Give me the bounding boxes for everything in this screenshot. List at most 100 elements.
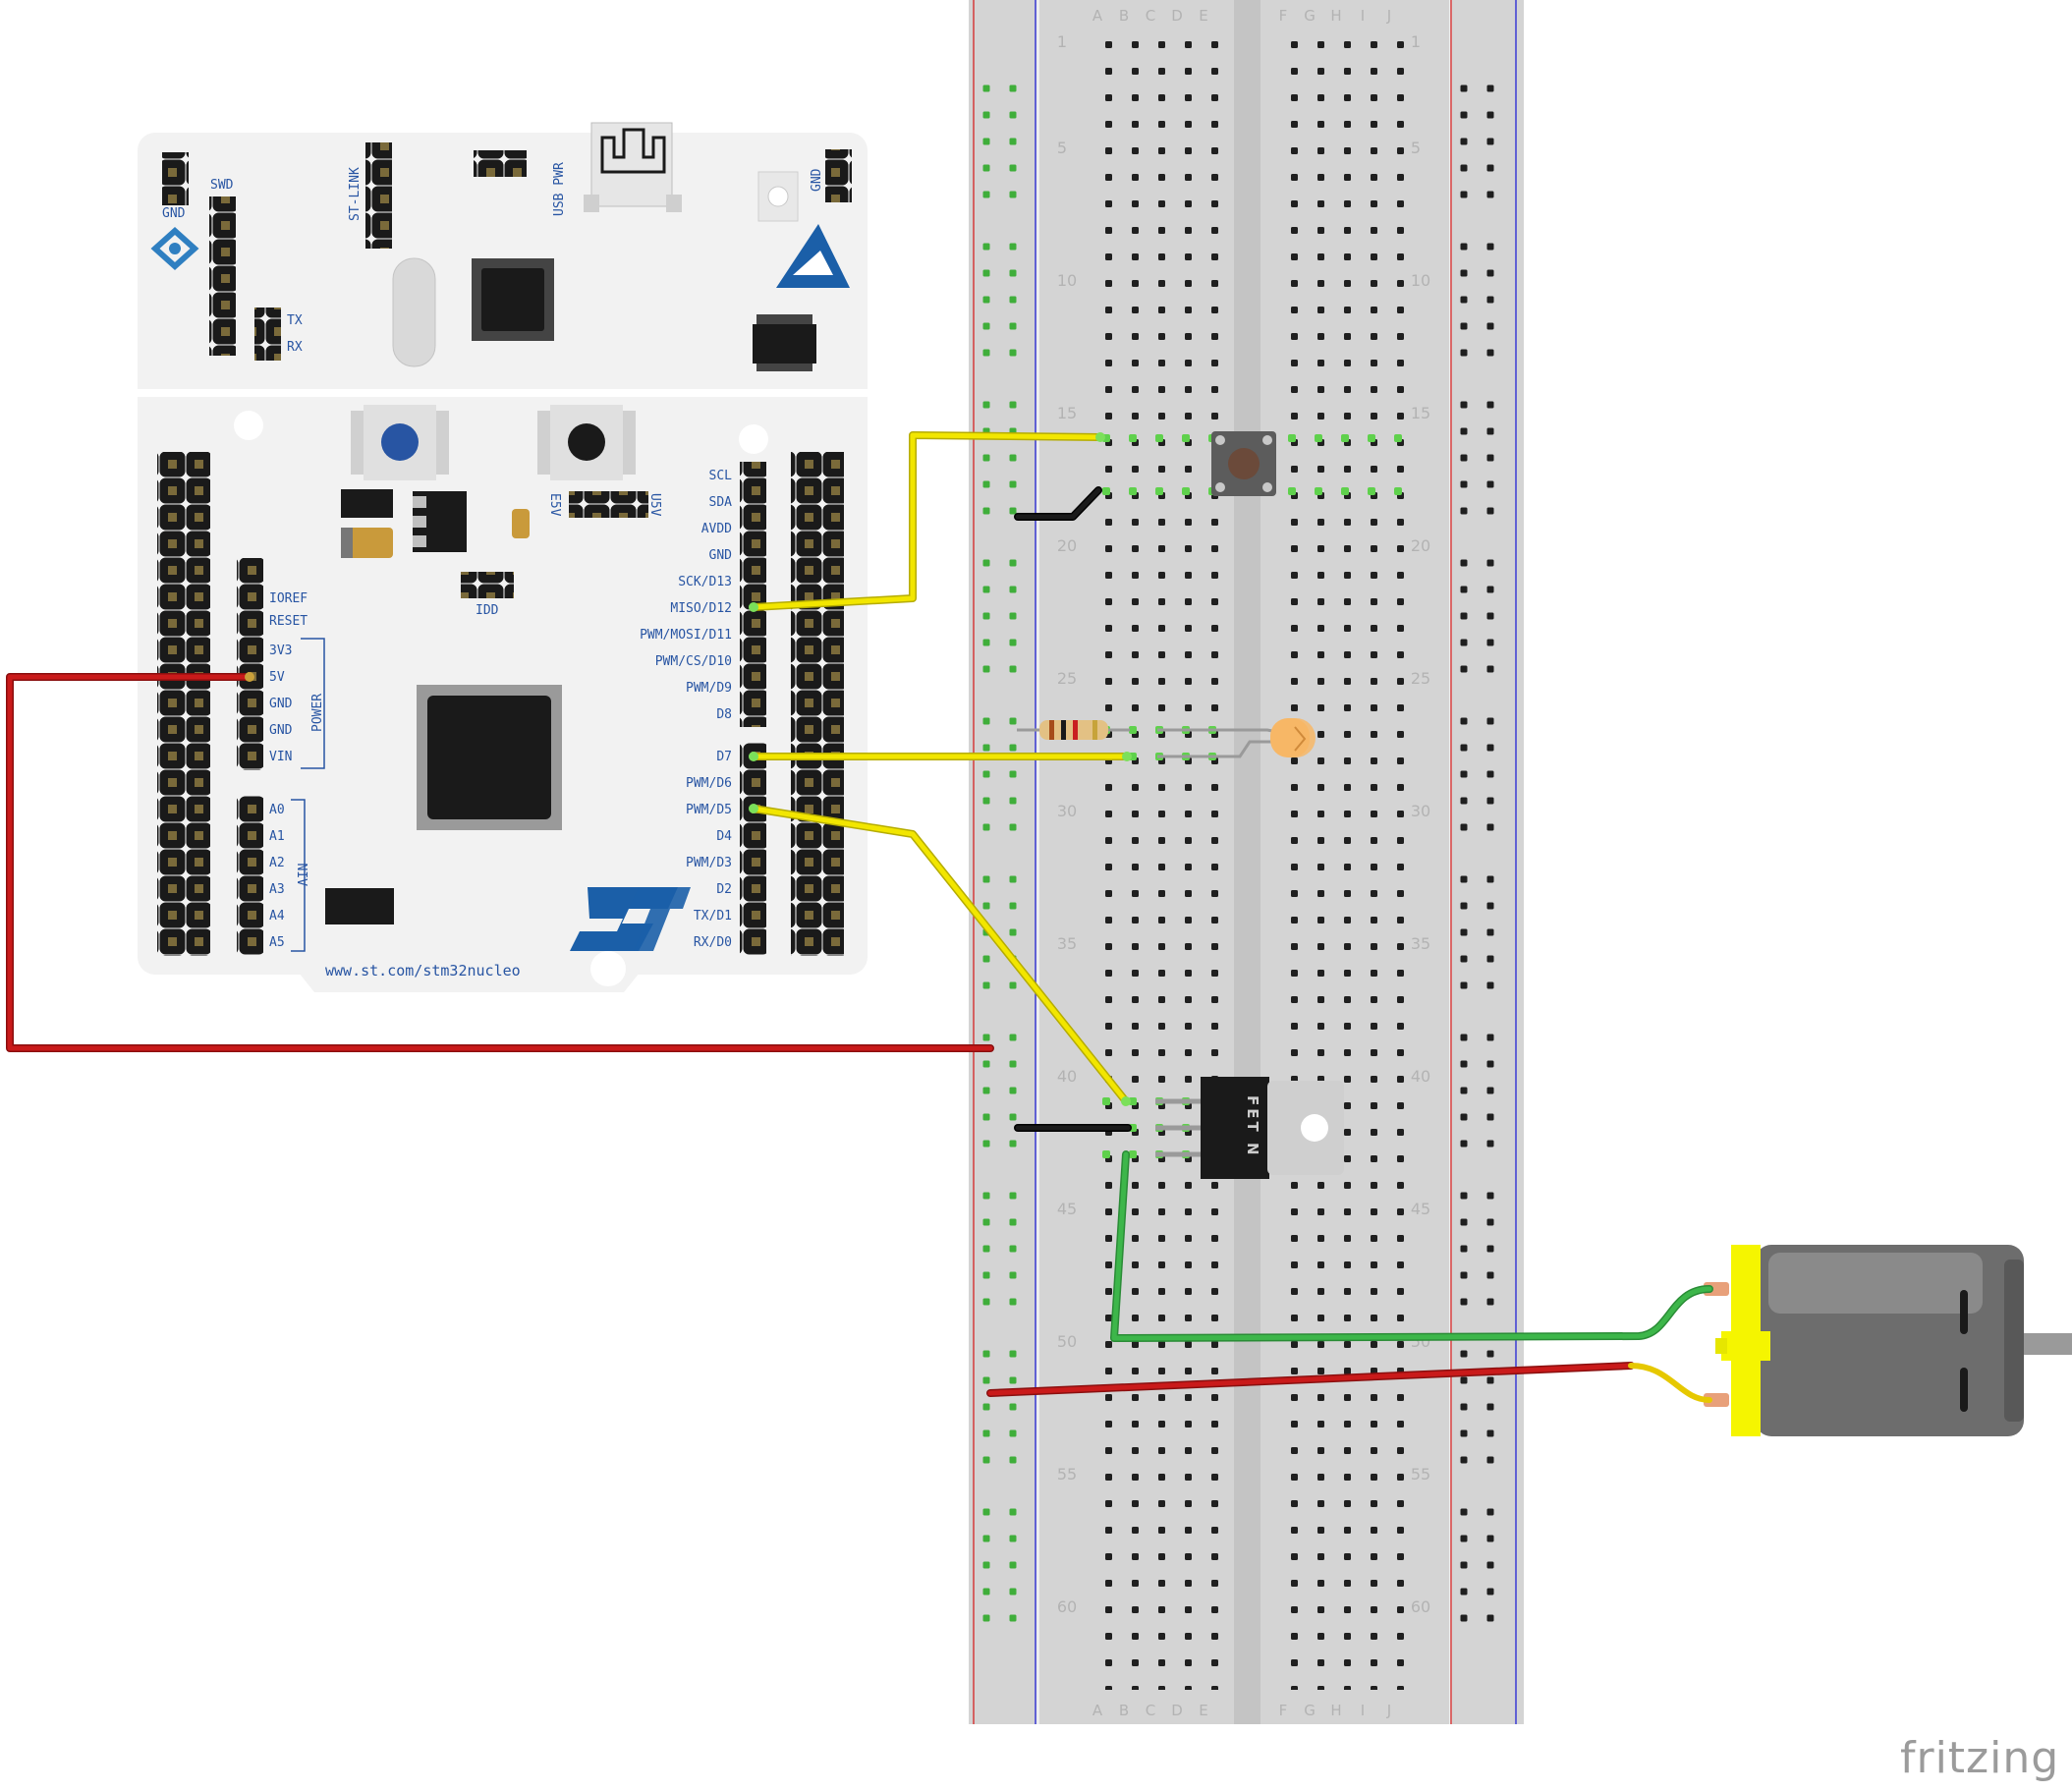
tantalum-capacitor xyxy=(341,528,393,558)
digital-pin-labels-upper: SCL SDA AVDD GND SCK/D13 MISO/D12 PWM/MO… xyxy=(640,469,732,722)
pin-label-d7: D7 xyxy=(716,750,732,764)
row-number-45-right: 45 xyxy=(1411,1200,1430,1218)
tx-rx-pins[interactable] xyxy=(254,308,281,361)
voltage-regulator xyxy=(413,491,467,552)
power-pin-labels: IOREF RESET 3V3 5V GND GND VIN xyxy=(269,591,308,764)
col-letter-i-bottom: I xyxy=(1361,1702,1365,1719)
breadboard-holes-right xyxy=(1281,31,1414,1690)
row-number-40: 40 xyxy=(1057,1067,1077,1086)
pin-label-d11: PWM/MOSI/D11 xyxy=(640,628,732,643)
pin-label-reset: RESET xyxy=(269,614,308,629)
col-letter-b: B xyxy=(1119,7,1129,25)
digital-header-lower[interactable] xyxy=(740,743,766,955)
led xyxy=(1157,718,1316,758)
col-letter-c-bottom: C xyxy=(1146,1702,1155,1719)
user-button[interactable] xyxy=(351,405,449,480)
row-number-55-right: 55 xyxy=(1411,1465,1430,1484)
n-fet-transistor: FET N xyxy=(1155,1077,1344,1179)
col-letter-h: H xyxy=(1330,7,1341,25)
col-letter-e: E xyxy=(1199,7,1207,25)
analog-header[interactable] xyxy=(237,796,263,955)
gnd-label-top-right: GND xyxy=(810,168,824,192)
col-letter-j: J xyxy=(1386,7,1391,25)
reset-button[interactable] xyxy=(537,405,636,480)
pin-label-gnd-digital: GND xyxy=(709,548,733,563)
col-letter-e-bottom: E xyxy=(1199,1702,1207,1719)
st-logo-icon xyxy=(570,887,691,951)
col-letter-d: D xyxy=(1171,7,1183,25)
col-letter-b-bottom: B xyxy=(1119,1702,1129,1719)
eeprom-chip xyxy=(753,314,816,371)
led-icon xyxy=(757,171,799,222)
col-letter-d-bottom: D xyxy=(1171,1702,1183,1719)
row-number-20: 20 xyxy=(1057,536,1077,555)
rx-label: RX xyxy=(287,340,303,355)
stlink-chip xyxy=(472,258,554,341)
gnd-pins-top-right[interactable] xyxy=(825,149,852,202)
ain-bracket xyxy=(291,799,306,952)
column-letters: A B C D E F G H I J A B C D E F G H I J xyxy=(1092,7,1391,1719)
digital-pin-labels-lower: D7 PWM/D6 PWM/D5 D4 PWM/D3 D2 TX/D1 RX/D… xyxy=(686,750,732,950)
morpho-header-left[interactable] xyxy=(157,452,210,956)
nucleo-url: www.st.com/stm32nucleo xyxy=(325,962,521,980)
row-number-15-right: 15 xyxy=(1411,404,1430,422)
row-number-40-right: 40 xyxy=(1411,1067,1430,1086)
crystal xyxy=(392,257,436,367)
morpho-header-right[interactable] xyxy=(791,452,844,956)
capacitor-dark-end xyxy=(341,528,353,558)
pin-label-a5: A5 xyxy=(269,935,285,950)
row-numbers: 1 5 10 15 20 25 30 35 40 45 50 55 60 1 5… xyxy=(1057,32,1430,1616)
pin-label-3v3: 3V3 xyxy=(269,644,292,658)
digital-header-upper[interactable] xyxy=(740,462,766,727)
power-bracket xyxy=(301,638,325,769)
pin-label-d1: TX/D1 xyxy=(694,909,732,924)
gnd-pins-top-left[interactable] xyxy=(162,152,189,205)
fet-label: FET N xyxy=(1244,1095,1261,1158)
jumper-top[interactable] xyxy=(474,150,527,177)
row-number-15: 15 xyxy=(1057,404,1077,422)
pin-label-vin: VIN xyxy=(269,750,292,764)
gnd-label-top-left: GND xyxy=(162,206,186,221)
pin-label-gnd-2: GND xyxy=(269,723,293,738)
col-letter-i: I xyxy=(1361,7,1365,25)
swd-header[interactable] xyxy=(209,196,236,356)
row-number-10: 10 xyxy=(1057,271,1077,290)
diode xyxy=(341,489,393,518)
fritzing-logo: fritzing xyxy=(1900,1733,2060,1783)
row-number-1: 1 xyxy=(1057,32,1067,51)
breadboard-holes-left xyxy=(1095,31,1228,1690)
col-letter-g-bottom: G xyxy=(1304,1702,1316,1719)
pin-label-ioref: IOREF xyxy=(269,591,308,606)
pin-label-sda: SDA xyxy=(709,495,733,510)
st-link-header[interactable] xyxy=(365,142,392,249)
power-select-jumper[interactable] xyxy=(569,491,648,518)
idd-label: IDD xyxy=(476,603,499,618)
col-letter-f-bottom: F xyxy=(1279,1702,1288,1719)
col-letter-a-bottom: A xyxy=(1092,1702,1103,1719)
col-letter-f: F xyxy=(1279,7,1288,25)
pin-label-d5: PWM/D5 xyxy=(686,803,732,817)
col-letter-a: A xyxy=(1092,7,1103,25)
col-letter-g: G xyxy=(1304,7,1316,25)
pin-label-a0: A0 xyxy=(269,803,285,817)
pin-label-d13: SCK/D13 xyxy=(678,575,732,589)
row-number-45: 45 xyxy=(1057,1200,1077,1218)
pin-label-scl: SCL xyxy=(709,469,733,483)
st-link-label: ST-LINK xyxy=(348,167,363,221)
nucleo-board: GND SWD ST-LINK USB PWR GND xyxy=(138,122,868,992)
row-number-20-right: 20 xyxy=(1411,536,1430,555)
col-letter-h-bottom: H xyxy=(1330,1702,1341,1719)
tx-label: TX xyxy=(287,313,303,328)
row-number-10-right: 10 xyxy=(1411,271,1430,290)
row-number-25: 25 xyxy=(1057,669,1077,688)
row-number-1-right: 1 xyxy=(1411,32,1421,51)
wire-endpoints xyxy=(245,432,1132,1106)
row-number-60: 60 xyxy=(1057,1597,1077,1616)
row-number-5-right: 5 xyxy=(1411,139,1421,157)
breadboard: A B C D E F G H I J A B C D E F G H I J … xyxy=(969,0,1524,1724)
idd-jumper[interactable] xyxy=(461,572,514,598)
power-header[interactable] xyxy=(237,558,263,770)
e5v-label: E5V xyxy=(547,493,562,517)
row-number-55: 55 xyxy=(1057,1465,1077,1484)
pushbutton[interactable] xyxy=(1211,431,1276,496)
